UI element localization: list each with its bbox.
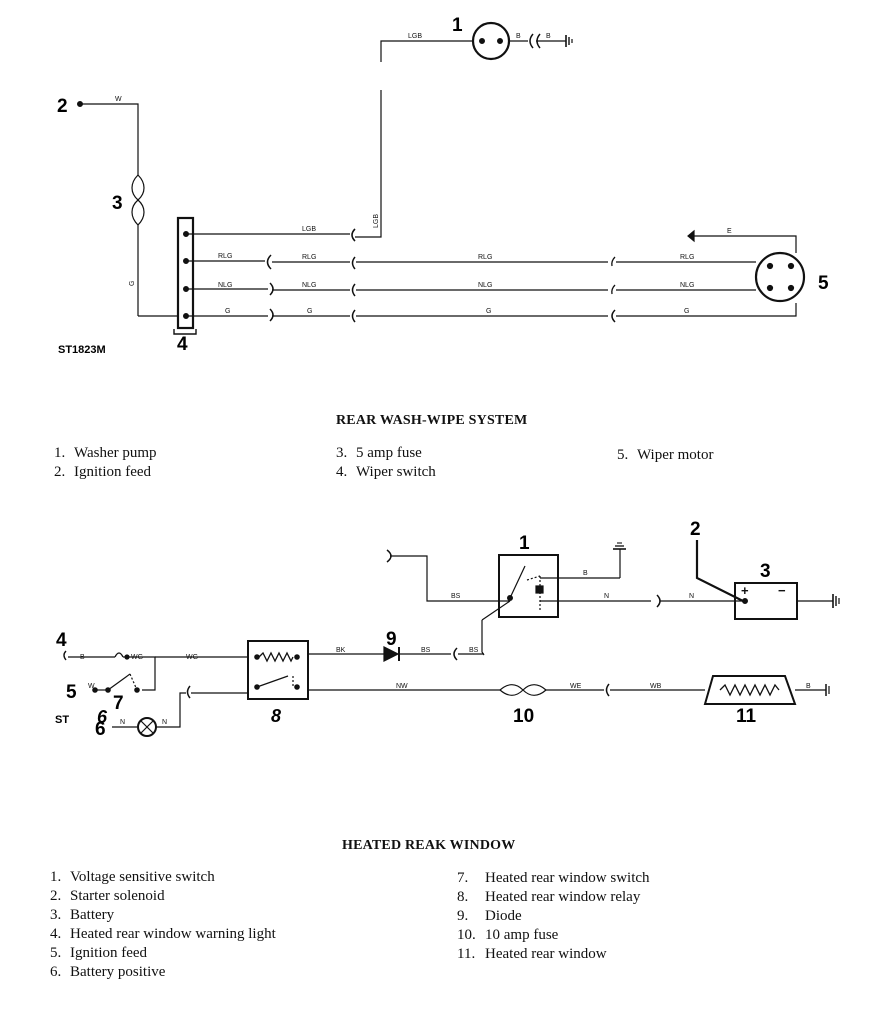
component-number: 7 — [113, 693, 124, 714]
wire-label: B — [516, 33, 521, 40]
legend-item: 2.Ignition feed — [54, 464, 152, 480]
wire-label: BK — [336, 647, 346, 654]
wire-label: LGB — [302, 226, 316, 233]
component-number: 1 — [452, 15, 463, 36]
legend-item: 11.Heated rear window — [457, 946, 607, 962]
wash-wipe-wiring — [76, 21, 806, 335]
battery-plus-sign: + — [741, 583, 749, 598]
component-number: 6 — [97, 707, 108, 727]
wire-label: NLG — [680, 282, 694, 289]
wire-label: E — [727, 228, 732, 235]
wire-label: W — [88, 683, 95, 690]
diagram-code: ST — [55, 714, 69, 726]
wire-label: G — [684, 308, 689, 315]
wash-wipe-legend-col1: 1.Washer pump 2.Ignition feed — [54, 444, 157, 482]
wire-label: BS — [421, 647, 431, 654]
component-number: 5 — [818, 273, 829, 294]
component-number: 6 — [95, 719, 106, 740]
heater-fuse-symbol — [499, 684, 547, 696]
wire-label: WB — [650, 683, 662, 690]
legend-item: 4.Heated rear window warning light — [50, 926, 276, 942]
wire-label: NLG — [218, 282, 232, 289]
legend-item: 1.Washer pump — [54, 445, 157, 461]
component-number: 11 — [736, 706, 757, 727]
wire-label: NW — [396, 683, 408, 690]
wire-label: B — [546, 33, 551, 40]
component-number: 1 — [519, 533, 530, 554]
heated-window-labels: 1 2 3 4 5 6 6 7 8 9 10 11 ST B WG WG W N… — [55, 519, 811, 740]
wiper-switch-symbol — [176, 216, 195, 330]
legend-item: 5.Ignition feed — [50, 945, 148, 961]
wire-label: LGB — [373, 214, 380, 228]
wire-label: G — [486, 308, 491, 315]
wire-label: NLG — [302, 282, 316, 289]
legend-item: 4.Wiper switch — [336, 464, 436, 480]
wire-label: G — [225, 308, 230, 315]
legend-item: 5.Wiper motor — [617, 447, 714, 463]
voltage-switch-symbol — [498, 554, 559, 618]
wire-label: G — [129, 281, 136, 286]
legend-item: 6.Battery positive — [50, 964, 166, 980]
battery-minus-sign: − — [778, 583, 786, 598]
component-number: 4 — [56, 630, 67, 651]
wire-label: B — [583, 570, 588, 577]
heated-window-legend-col1: 1.Voltage sensitive switch 2.Starter sol… — [50, 868, 276, 982]
wire-label: RLG — [680, 254, 694, 261]
component-number: 3 — [760, 561, 771, 582]
wash-wipe-legend-col2: 3.5 amp fuse 4.Wiper switch — [336, 444, 436, 482]
wire-label: N — [604, 593, 609, 600]
wire-label: NLG — [478, 282, 492, 289]
wire-label: N — [689, 593, 694, 600]
wash-wipe-labels: 1 2 3 4 5 ST1823M LGB B B W G LGB LGB E … — [57, 15, 829, 356]
wire-label: RLG — [302, 254, 316, 261]
component-number: 9 — [386, 629, 397, 650]
wire-label: WE — [570, 683, 582, 690]
wire-label: BS — [451, 593, 461, 600]
wire-label: N — [120, 719, 125, 726]
legend-item: 8.Heated rear window relay — [457, 889, 641, 905]
heated-window-title: HEATED REAK WINDOW — [342, 838, 516, 853]
wire-label: W — [115, 96, 122, 103]
wire-label: RLG — [478, 254, 492, 261]
washer-pump-symbol — [471, 21, 511, 61]
component-number: 10 — [513, 706, 534, 727]
wire-label: RLG — [218, 253, 232, 260]
fuse-symbol — [131, 174, 145, 226]
wiper-motor-symbol — [754, 251, 806, 303]
legend-item: 3.Battery — [50, 907, 115, 923]
legend-item: 3.5 amp fuse — [336, 445, 422, 461]
rear-window-relay-symbol — [247, 640, 309, 700]
component-number: 5 — [66, 682, 77, 703]
component-number: 3 — [112, 193, 123, 214]
legend-item: 1.Voltage sensitive switch — [50, 869, 215, 885]
wire-label: WG — [131, 654, 143, 661]
component-number: 2 — [57, 96, 68, 117]
heated-window-legend-col2: 7.Heated rear window switch 8.Heated rea… — [457, 869, 650, 964]
component-number: 2 — [690, 519, 701, 540]
heated-window-symbol — [703, 675, 797, 705]
wire-label: WG — [186, 654, 198, 661]
heated-rear-window-wiring — [63, 540, 840, 737]
wire-label: N — [162, 719, 167, 726]
component-number: 8 — [271, 706, 281, 726]
legend-item: 10.10 amp fuse — [457, 927, 559, 943]
wire-label: B — [80, 654, 85, 661]
diagram-code: ST1823M — [58, 344, 106, 356]
legend-item: 9.Diode — [457, 908, 522, 924]
component-number: 4 — [177, 334, 188, 355]
wire-label: G — [307, 308, 312, 315]
wire-label: B — [806, 683, 811, 690]
wash-wipe-legend-col3: 5.Wiper motor — [617, 446, 713, 465]
legend-item: 7.Heated rear window switch — [457, 870, 650, 886]
legend-item: 2.Starter solenoid — [50, 888, 165, 904]
wire-label: LGB — [408, 33, 422, 40]
wash-wipe-title: REAR WASH-WIPE SYSTEM — [336, 413, 528, 428]
wire-label: BS — [469, 647, 479, 654]
